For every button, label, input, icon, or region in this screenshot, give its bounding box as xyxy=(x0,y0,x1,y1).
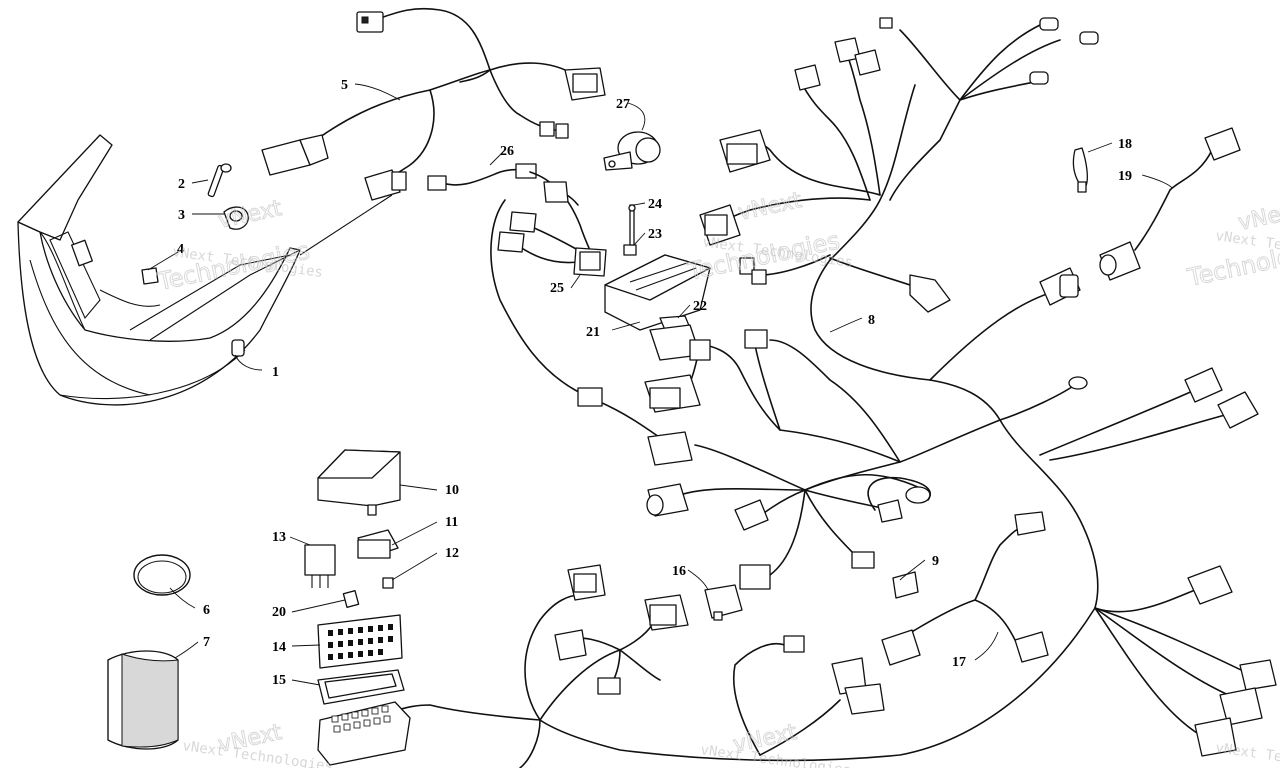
fuse-box-assembly xyxy=(304,449,411,766)
clip xyxy=(141,267,159,285)
callout-15: 15 xyxy=(272,673,286,688)
callout-19: 19 xyxy=(1118,169,1132,184)
callout-17: 17 xyxy=(952,655,966,670)
ecu-harness xyxy=(490,171,607,403)
callout-13: 13 xyxy=(272,530,286,545)
jumper-harness xyxy=(427,163,537,191)
callout-11: 11 xyxy=(445,515,458,530)
watermark-lower: vNext xyxy=(1236,198,1280,236)
callout-22: 22 xyxy=(693,299,707,314)
foam-sleeve xyxy=(107,650,179,750)
harness-connectors xyxy=(554,17,1277,757)
band-clamp xyxy=(133,554,191,596)
callout-8: 8 xyxy=(868,313,875,328)
callout-14: 14 xyxy=(272,640,286,655)
callout-2: 2 xyxy=(178,177,185,192)
headlight-housing xyxy=(17,134,301,406)
callout-24: 24 xyxy=(648,197,662,212)
callout-7: 7 xyxy=(203,635,210,650)
callout-21: 21 xyxy=(586,325,600,340)
buzzer xyxy=(603,131,661,171)
grommet xyxy=(223,206,249,230)
callout-10: 10 xyxy=(445,483,459,498)
callout-5: 5 xyxy=(341,78,348,93)
front-harness xyxy=(261,7,606,256)
callout-3: 3 xyxy=(178,208,185,223)
leader-lines xyxy=(147,83,1173,686)
watermark-lower: vNext xyxy=(216,196,284,234)
watermark-text: vNext Technologies xyxy=(1214,740,1280,768)
callout-20: 20 xyxy=(272,605,286,620)
callout-6: 6 xyxy=(203,603,210,618)
callout-18: 18 xyxy=(1118,137,1132,152)
screw xyxy=(207,163,232,198)
callout-4: 4 xyxy=(177,242,184,257)
callout-26: 26 xyxy=(500,144,514,159)
callout-9: 9 xyxy=(932,554,939,569)
callout-16: 16 xyxy=(672,564,686,579)
callout-23: 23 xyxy=(648,227,662,242)
callout-labels: 1 2 3 4 5 6 7 8 9 10 11 12 13 14 15 16 1… xyxy=(177,78,1132,688)
callout-27: 27 xyxy=(616,97,630,112)
watermark-lower: vNext xyxy=(736,188,804,226)
callout-12: 12 xyxy=(445,546,459,561)
callout-1: 1 xyxy=(272,365,279,380)
callout-25: 25 xyxy=(550,281,564,296)
